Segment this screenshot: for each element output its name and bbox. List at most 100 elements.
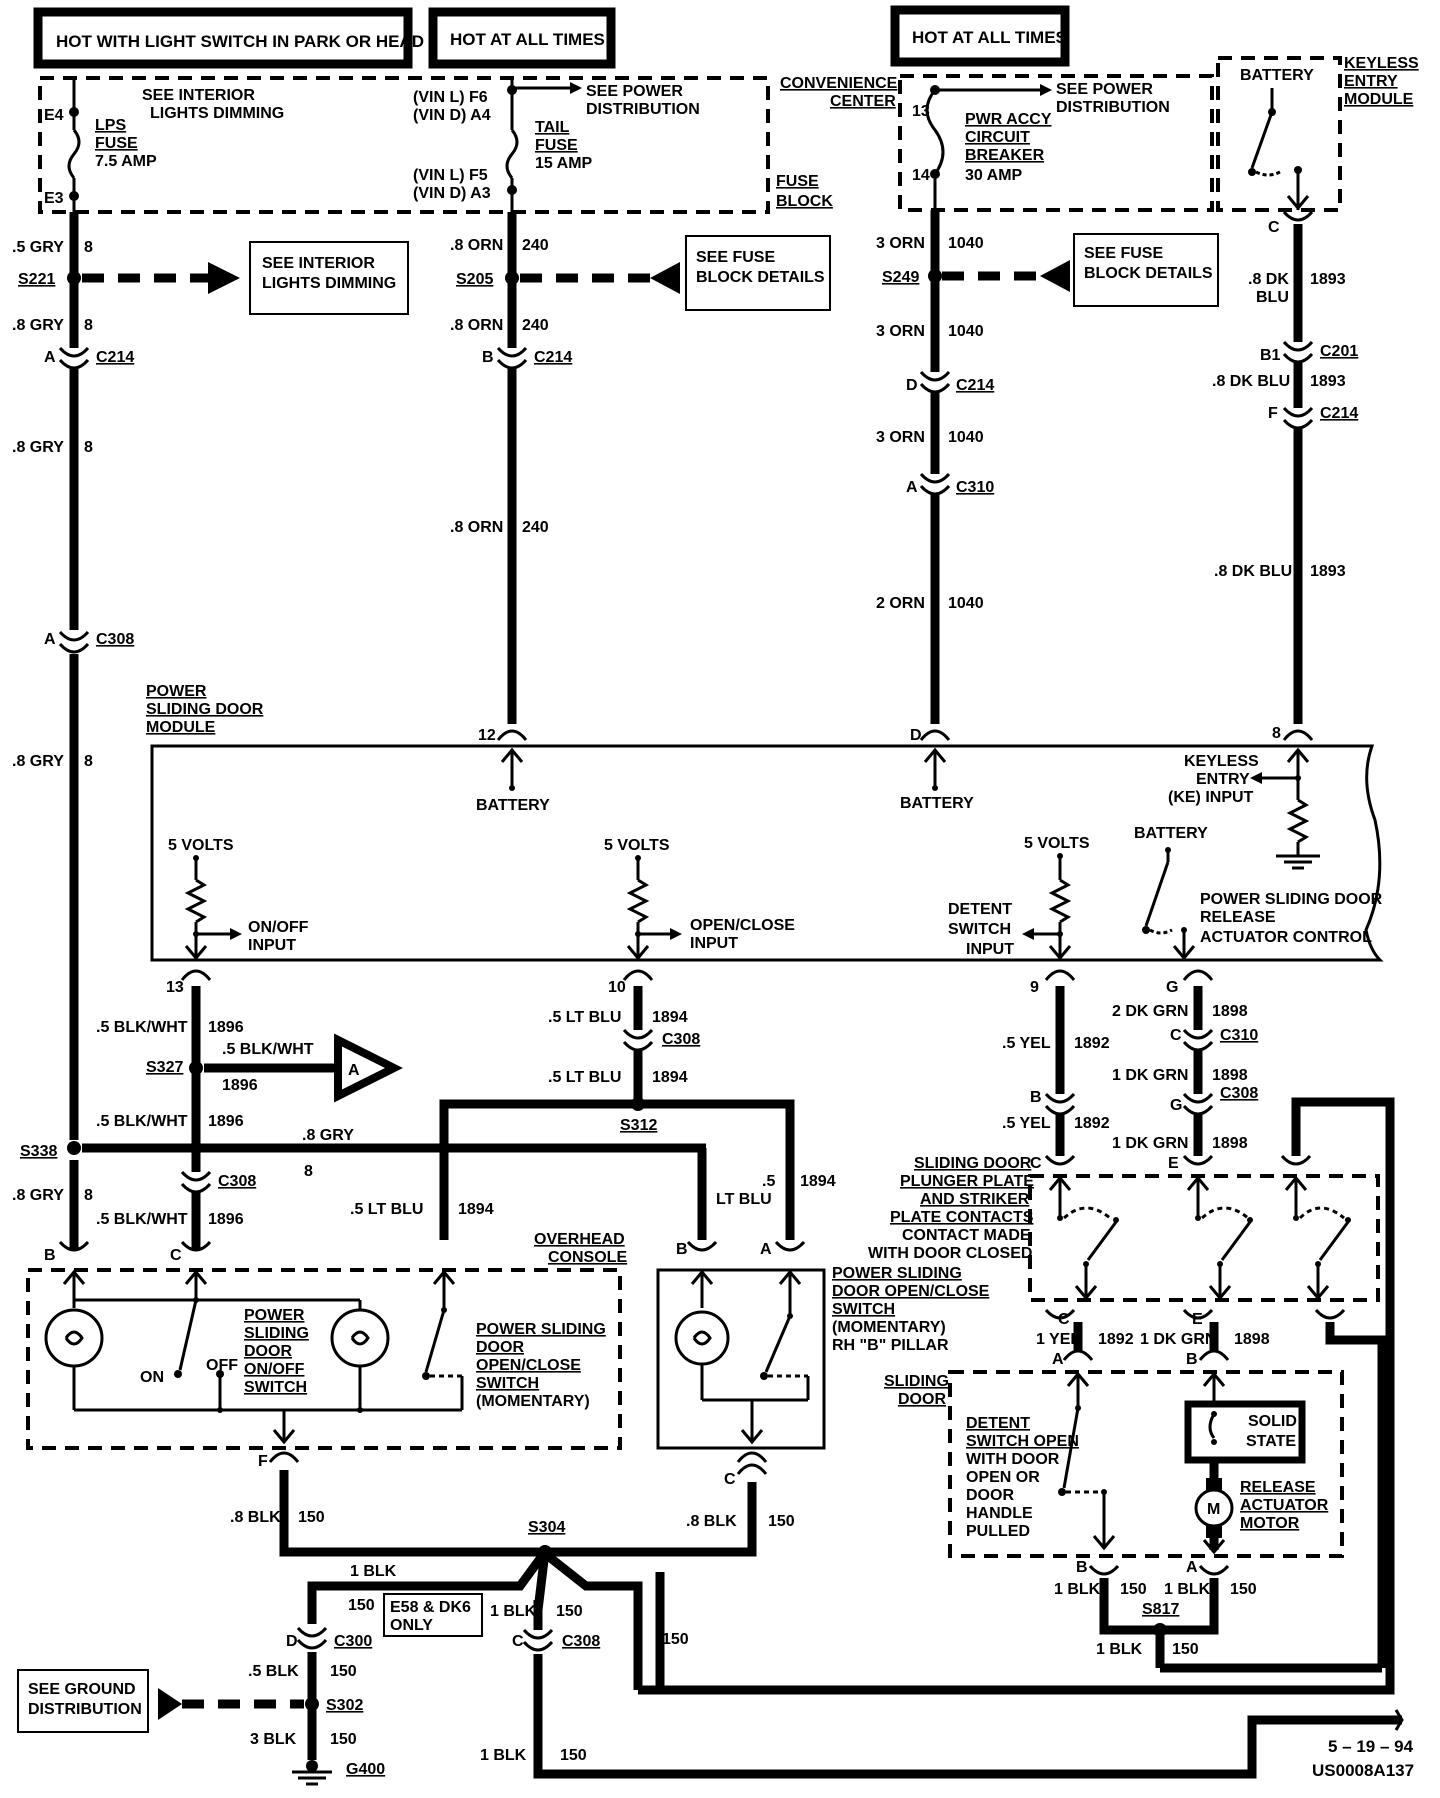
label: SEE GROUND (28, 1681, 136, 1698)
wire-yel-1892: 9 .5 YEL 1892 B .5 YEL 1892 C (1002, 969, 1110, 1172)
label: 5 VOLTS (168, 837, 234, 854)
label: F (258, 1453, 268, 1470)
label: .5 LT BLU (548, 1069, 621, 1086)
label: 1896 (208, 1019, 244, 1036)
label: 3 ORN (876, 235, 925, 252)
label: A (760, 1241, 772, 1258)
label: 3 ORN (876, 323, 925, 340)
label: B (1030, 1089, 1042, 1106)
label: 1 BLK (490, 1603, 537, 1620)
label: C300 (334, 1633, 372, 1650)
label: 8 (84, 753, 93, 770)
label: 1896 (208, 1211, 244, 1228)
label: RH "B" PILLAR (832, 1337, 949, 1354)
label: B (482, 349, 494, 366)
footer-code: US0008A137 (1312, 1761, 1414, 1780)
label: 13 (166, 979, 184, 996)
label: 8 (84, 239, 93, 256)
label: (MOMENTARY) (832, 1319, 946, 1336)
label: 12 (478, 727, 496, 744)
label: DISTRIBUTION (28, 1701, 142, 1718)
wire-blkwht-1896: 13 .5 BLK/WHT 1896 S327 1896 .5 BLK/WHT … (96, 969, 403, 1252)
label: .5 BLK/WHT (96, 1211, 188, 1228)
header-box-light-switch: HOT WITH LIGHT SWITCH IN PARK OR HEAD (33, 7, 424, 69)
label: BLOCK DETAILS (696, 269, 825, 286)
label: SEE FUSE (696, 249, 775, 266)
label: C (512, 1633, 524, 1650)
label: 1 DK GRN (1112, 1135, 1188, 1152)
label: F (1268, 405, 1278, 422)
label: A (348, 1062, 360, 1079)
s205-fuse-arrow: SEE FUSE BLOCK DETAILS (520, 235, 831, 311)
plunger-plate: SLIDING DOOR PLUNGER PLATE AND STRIKER P… (868, 1155, 1390, 1352)
label: C214 (534, 349, 572, 366)
label: KEYLESS (1184, 753, 1259, 770)
label: 9 (1030, 979, 1039, 996)
label: C308 (1220, 1085, 1258, 1102)
label: SLIDING DOOR (146, 701, 264, 718)
pillar-switch: B A POWER SLIDING DOOR OPEN/CLOSE SWITCH… (656, 1240, 990, 1450)
label: S327 (146, 1059, 183, 1076)
label: SWITCH (244, 1379, 307, 1396)
header-box-hot-all-times-1: HOT AT ALL TIMES (428, 7, 616, 69)
label: 150 (348, 1597, 375, 1614)
label: MODULE (1344, 91, 1414, 108)
label: SLIDING DOOR (914, 1155, 1032, 1172)
label: 150 (560, 1747, 587, 1764)
label: INPUT (966, 941, 1014, 958)
overhead-console: OVERHEAD CONSOLE C ON OFF POWER SLIDING … (26, 1231, 627, 1450)
label: 14 (912, 167, 930, 184)
label: CONTACT MADE (902, 1227, 1031, 1244)
label: A (1052, 1351, 1064, 1368)
label: 240 (522, 237, 549, 254)
label: POWER SLIDING DOOR (1200, 891, 1383, 908)
label: 1892 (1074, 1115, 1110, 1132)
label: BATTERY (1240, 67, 1314, 84)
label: BATTERY (900, 795, 974, 812)
label: .8 GRY (302, 1127, 354, 1144)
label: E3 (44, 190, 64, 207)
wire-ground-loop-d (655, 1097, 1395, 1695)
label: G (1166, 979, 1178, 996)
label: ENTRY (1344, 73, 1398, 90)
wire-orn-1040: 3 ORN 1040 S249 3 ORN 1040 D C214 3 ORN … (876, 210, 994, 741)
label: 150 (298, 1509, 325, 1526)
footer-date: 5 – 19 – 94 (1328, 1737, 1414, 1756)
label: SEE INTERIOR (262, 255, 375, 272)
label: 150 (768, 1513, 795, 1530)
label: 1892 (1074, 1035, 1110, 1052)
label: .5 BLK/WHT (96, 1113, 188, 1130)
label: S205 (456, 271, 493, 288)
label: POWER (146, 683, 207, 700)
label: .5 LT BLU (548, 1009, 621, 1026)
label: .5 YEL (1002, 1115, 1051, 1132)
label: D (910, 727, 922, 744)
label: DISTRIBUTION (586, 101, 700, 118)
label: C (1058, 1311, 1070, 1328)
label: (KE) INPUT (1168, 789, 1254, 806)
label: (VIN L) F6 (413, 89, 488, 106)
label: C (1030, 1155, 1042, 1172)
label: 5 VOLTS (604, 837, 670, 854)
label: C310 (1220, 1027, 1258, 1044)
label: DISTRIBUTION (1056, 99, 1170, 116)
label: .8 GRY (12, 753, 64, 770)
label: .5 LT BLU (350, 1201, 423, 1218)
s221-interior-arrow: SEE INTERIOR LIGHTS DIMMING (82, 241, 409, 315)
label: ACTUATOR (1240, 1497, 1329, 1514)
label: DOOR (898, 1391, 946, 1408)
label: PULLED (966, 1523, 1030, 1540)
label: RELEASE (1240, 1479, 1316, 1496)
convenience-center: 13 14 SEE POWER DISTRIBUTION PWR ACCY CI… (898, 74, 1214, 212)
label: 1 YEL (1036, 1331, 1080, 1348)
label: B (1186, 1351, 1198, 1368)
label: BATTERY (1134, 825, 1208, 842)
label: C310 (956, 479, 994, 496)
label: .8 DK BLU (1212, 373, 1290, 390)
label: PLATE CONTACTS (890, 1209, 1034, 1226)
label: (VIN L) F5 (413, 167, 488, 184)
label: 1040 (948, 235, 984, 252)
label: 1898 (1234, 1331, 1270, 1348)
label: STATE (1246, 1433, 1296, 1450)
label: DOOR (966, 1487, 1014, 1504)
